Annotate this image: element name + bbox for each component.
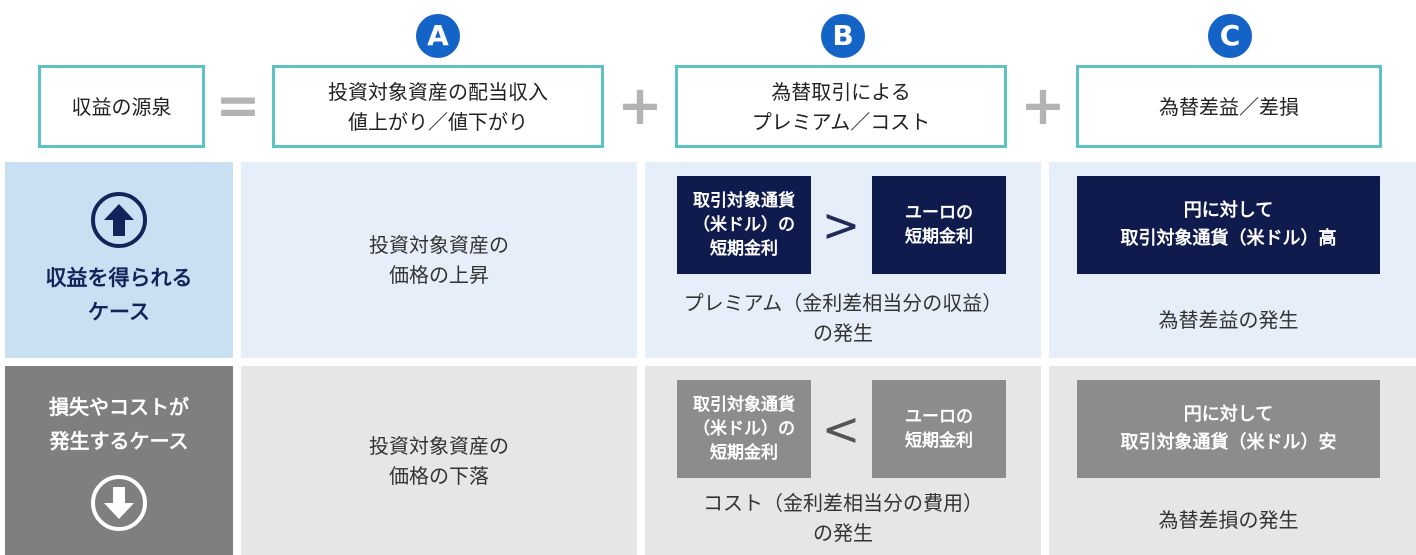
profit-c-result: 為替差益の発生 — [1158, 308, 1299, 332]
loss-c-cell: 円に対して 取引対象通貨（米ドル）安 為替差損の発生 — [1049, 366, 1416, 555]
component-c-label: 為替差益／差損 — [1159, 94, 1299, 119]
plus-sign-2: + — [1020, 74, 1066, 137]
loss-a-cell: 投資対象資産の 価格の下落 — [241, 366, 637, 555]
loss-a-line2: 価格の下落 — [389, 463, 489, 488]
component-a-line2: 値上がり／値下がり — [348, 109, 528, 134]
greater-than-sign: > — [821, 198, 861, 252]
loss-b-result: コスト（金利差相当分の費用） の発生 — [703, 491, 983, 545]
profit-b-result: プレミアム（金利差相当分の収益） の発生 — [683, 291, 1003, 345]
loss-case-header: 損失やコストが 発生するケース — [5, 366, 233, 555]
loss-case-label-line2: 発生するケース — [49, 428, 189, 453]
component-a-line1: 投資対象資産の配当収入 — [328, 79, 548, 104]
source-label: 収益の源泉 — [71, 94, 172, 119]
loss-b-foreign-rate-box: 取引対象通貨 （米ドル）の 短期金利 — [677, 380, 811, 478]
profit-c-cell: 円に対して 取引対象通貨（米ドル）高 為替差益の発生 — [1049, 162, 1416, 358]
component-c-box: 為替差益／差損 — [1076, 65, 1382, 148]
component-b-box: 為替取引による プレミアム／コスト — [675, 65, 1007, 148]
profit-a-cell: 投資対象資産の 価格の上昇 — [241, 162, 637, 358]
loss-c-box: 円に対して 取引対象通貨（米ドル）安 — [1077, 380, 1380, 478]
loss-b-euro-rate-box: ユーロの 短期金利 — [872, 380, 1006, 478]
profit-b-cell: 取引対象通貨 （米ドル）の 短期金利 > ユーロの 短期金利 プレミアム（金利差… — [645, 162, 1041, 358]
arrow-down-circle-icon — [91, 474, 147, 531]
badge-a: A — [416, 14, 460, 58]
profit-case-label-line2: ケース — [88, 300, 150, 324]
badge-b: B — [821, 14, 865, 58]
loss-case-label-line1: 損失やコストが — [49, 394, 189, 419]
profit-case-header: 収益を得られる ケース — [5, 162, 233, 358]
profit-a-line2: 価格の上昇 — [389, 263, 489, 287]
loss-b-cell: 取引対象通貨 （米ドル）の 短期金利 < ユーロの 短期金利 コスト（金利差相当… — [645, 366, 1041, 555]
component-a-box: 投資対象資産の配当収入 値上がり／値下がり — [272, 65, 604, 148]
source-box: 収益の源泉 — [38, 65, 205, 148]
component-b-line1: 為替取引による — [771, 79, 911, 104]
less-than-sign: < — [821, 402, 861, 456]
loss-a-line1: 投資対象資産の — [369, 433, 509, 458]
profit-c-box: 円に対して 取引対象通貨（米ドル）高 — [1077, 176, 1380, 274]
plus-sign-1: + — [617, 74, 663, 137]
badge-c: C — [1208, 14, 1252, 58]
loss-c-result: 為替差損の発生 — [1158, 508, 1299, 532]
profit-a-line1: 投資対象資産の — [369, 233, 509, 257]
equals-sign: = — [215, 74, 261, 137]
component-b-line2: プレミアム／コスト — [751, 109, 931, 134]
arrow-up-circle-icon — [91, 192, 147, 248]
profit-case-label-line1: 収益を得られる — [45, 266, 193, 290]
profit-b-euro-rate-box: ユーロの 短期金利 — [872, 176, 1006, 274]
profit-b-foreign-rate-box: 取引対象通貨 （米ドル）の 短期金利 — [677, 176, 811, 274]
